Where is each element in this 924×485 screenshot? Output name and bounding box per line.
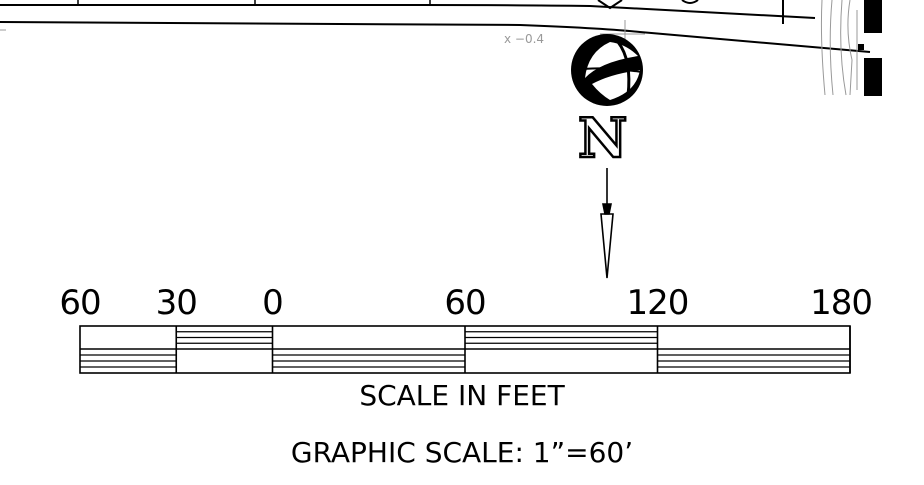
scale-tick-label: 60	[59, 283, 100, 323]
station-marker	[597, 0, 623, 10]
graphic-scale-bar: 60 30 0 60 120 180	[59, 283, 873, 374]
scale-tick-label: 0	[262, 283, 283, 323]
north-letter: N	[578, 106, 627, 170]
compass-rose-icon	[571, 34, 643, 106]
scale-unit-caption: SCALE IN FEET	[359, 379, 565, 412]
spot-elevation-label: x −0.4	[504, 32, 544, 46]
partial-label-fragment	[681, 0, 699, 4]
road-edge-line-upper	[0, 4, 816, 19]
scale-tick-label: 120	[627, 283, 689, 323]
scale-tick-labels: 60 30 0 60 120 180	[59, 283, 873, 323]
scale-bar-segments	[79, 325, 851, 374]
building-footprint-edge	[858, 0, 882, 96]
road-edge-line-lower	[0, 21, 871, 53]
scale-tick-label: 30	[156, 283, 197, 323]
top-linework	[0, 0, 871, 70]
north-arrow: N	[571, 34, 643, 279]
north-arrow-pointer-icon	[600, 168, 614, 279]
scale-tick-label: 60	[444, 283, 485, 323]
graphic-scale-caption: GRAPHIC SCALE: 1”=60’	[291, 436, 633, 469]
scale-tick-label: 180	[810, 283, 872, 323]
contour-lines	[820, 0, 858, 96]
